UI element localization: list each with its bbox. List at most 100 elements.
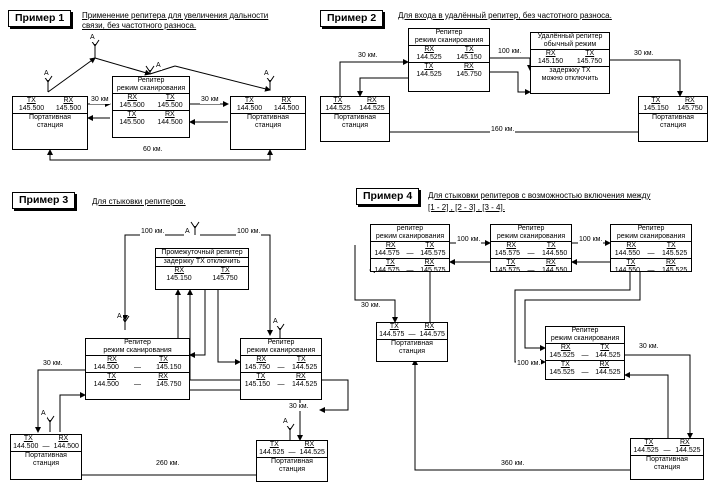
rx-freq: 144.550 (541, 267, 568, 274)
station-label: Портативная (29, 114, 71, 121)
tx-label: TX (644, 439, 654, 446)
station-label-2: станция (341, 122, 369, 129)
station-label: Портативная (25, 452, 67, 459)
rx-freq: 144.500 (273, 105, 300, 112)
tx-freq: 145.500 (18, 105, 45, 112)
dash: — (647, 267, 655, 274)
dash: — (527, 267, 535, 274)
distance-label: 30 км. (360, 302, 382, 310)
tx-freq: 144.525 (416, 71, 442, 78)
tx-freq: 144.500 (93, 381, 119, 388)
tx-freq: 145.150 (244, 381, 271, 388)
rx-label: RX (424, 46, 435, 53)
rx-freq: 144.525 (595, 369, 621, 376)
example-1-title: Пример 1 (8, 10, 72, 27)
example-1-note: Применение репитера для увеличения дальн… (82, 11, 269, 20)
example-3-title: Пример 3 (12, 192, 76, 209)
dash: — (277, 381, 285, 388)
tx-freq: 144.575 (379, 331, 405, 338)
tx-label: TX (26, 97, 36, 104)
antenna-label: A (40, 410, 47, 418)
repeater-mode: режим сканирования (371, 233, 449, 242)
tx-freq: 145.500 (157, 102, 183, 109)
repeater-mode: режим сканирования (491, 233, 571, 242)
repeater-mode: режим сканирования (113, 85, 189, 94)
repeater-title: Репитер (637, 225, 665, 232)
example-4-note-2: [1 - 2] , [2 - 3] , [3 - 4]. (428, 203, 505, 212)
tx-freq: 145.525 (549, 369, 575, 376)
rx-label: RX (63, 97, 74, 104)
repeater-title: Удалённый репитер (537, 33, 603, 40)
tx-label: TX (626, 259, 636, 266)
rx-freq: 144.525 (359, 105, 385, 112)
tx-freq: 145.575 (420, 250, 446, 257)
delay-note-2: можно отключить (541, 75, 599, 82)
rx-freq: 145.500 (119, 102, 145, 109)
tx-freq: 144.525 (259, 449, 285, 456)
tx-label: TX (651, 97, 661, 104)
tx-freq: 145.150 (156, 364, 182, 371)
rx-freq: 144.525 (299, 449, 325, 456)
repeater-title: Репитер (571, 327, 599, 334)
distance-label: 160 км. (490, 126, 516, 134)
distance-label: 100 км. (236, 228, 262, 236)
rx-label: RX (545, 259, 556, 266)
repeater-title: репитер (396, 225, 424, 232)
repeater-mode: режим сканирования (546, 335, 624, 344)
repeater-title: Репитер (435, 29, 463, 36)
example-2-title: Пример 2 (320, 10, 384, 27)
distance-label: 60 км. (142, 146, 164, 154)
distance-label: 100 км. (140, 228, 166, 236)
tx-label: TX (424, 63, 434, 70)
repeater-mode: режим сканирования (611, 233, 691, 242)
distance-label: 100 км. (516, 360, 542, 368)
station-label-2: станция (398, 348, 426, 355)
repeater-mode: обычный режим (531, 41, 609, 50)
rx-label: RX (366, 97, 377, 104)
rx-label: RX (304, 441, 315, 448)
rx-freq: 144.525 (416, 54, 442, 61)
station-label: Портативная (391, 340, 433, 347)
tx-freq: 145.575 (494, 267, 521, 274)
antenna-label: A (263, 70, 270, 78)
rx-freq: 144.575 (419, 331, 445, 338)
tx-label: TX (389, 323, 399, 330)
tx-freq: 144.525 (325, 105, 351, 112)
antenna-label: A (89, 34, 96, 42)
rx-label: RX (560, 344, 571, 351)
distance-label: 260 км. (155, 460, 181, 468)
dash: — (277, 364, 285, 371)
dash: — (408, 331, 416, 338)
rx-label: RX (679, 439, 690, 446)
tx-label: TX (269, 441, 279, 448)
rx-label: RX (424, 259, 435, 266)
dash: — (581, 352, 589, 359)
rx-label: RX (385, 242, 396, 249)
example-4-note: Для стыковки репитеров с возможностью вк… (428, 191, 651, 200)
ex3-intermediate-repeater: Промежуточный репитер задержку TX отключ… (155, 248, 249, 290)
rx-freq: 144.500 (53, 443, 79, 450)
rx-freq: 144.525 (675, 447, 701, 454)
rx-label: RX (463, 63, 474, 70)
example-1-note-2: связи, без частотного разноса. (82, 21, 197, 30)
rx-freq: 145.750 (456, 71, 482, 78)
rx-label: RX (256, 356, 267, 363)
dash: — (42, 443, 50, 450)
rx-label: RX (545, 50, 556, 57)
tx-label: TX (296, 356, 306, 363)
antenna-label: A (116, 313, 123, 321)
station-label-2: станция (653, 464, 681, 471)
tx-freq: 144.525 (633, 447, 659, 454)
tx-label: TX (425, 242, 435, 249)
repeater-mode: задержку TX отключить (156, 258, 248, 267)
tx-label: TX (333, 97, 343, 104)
